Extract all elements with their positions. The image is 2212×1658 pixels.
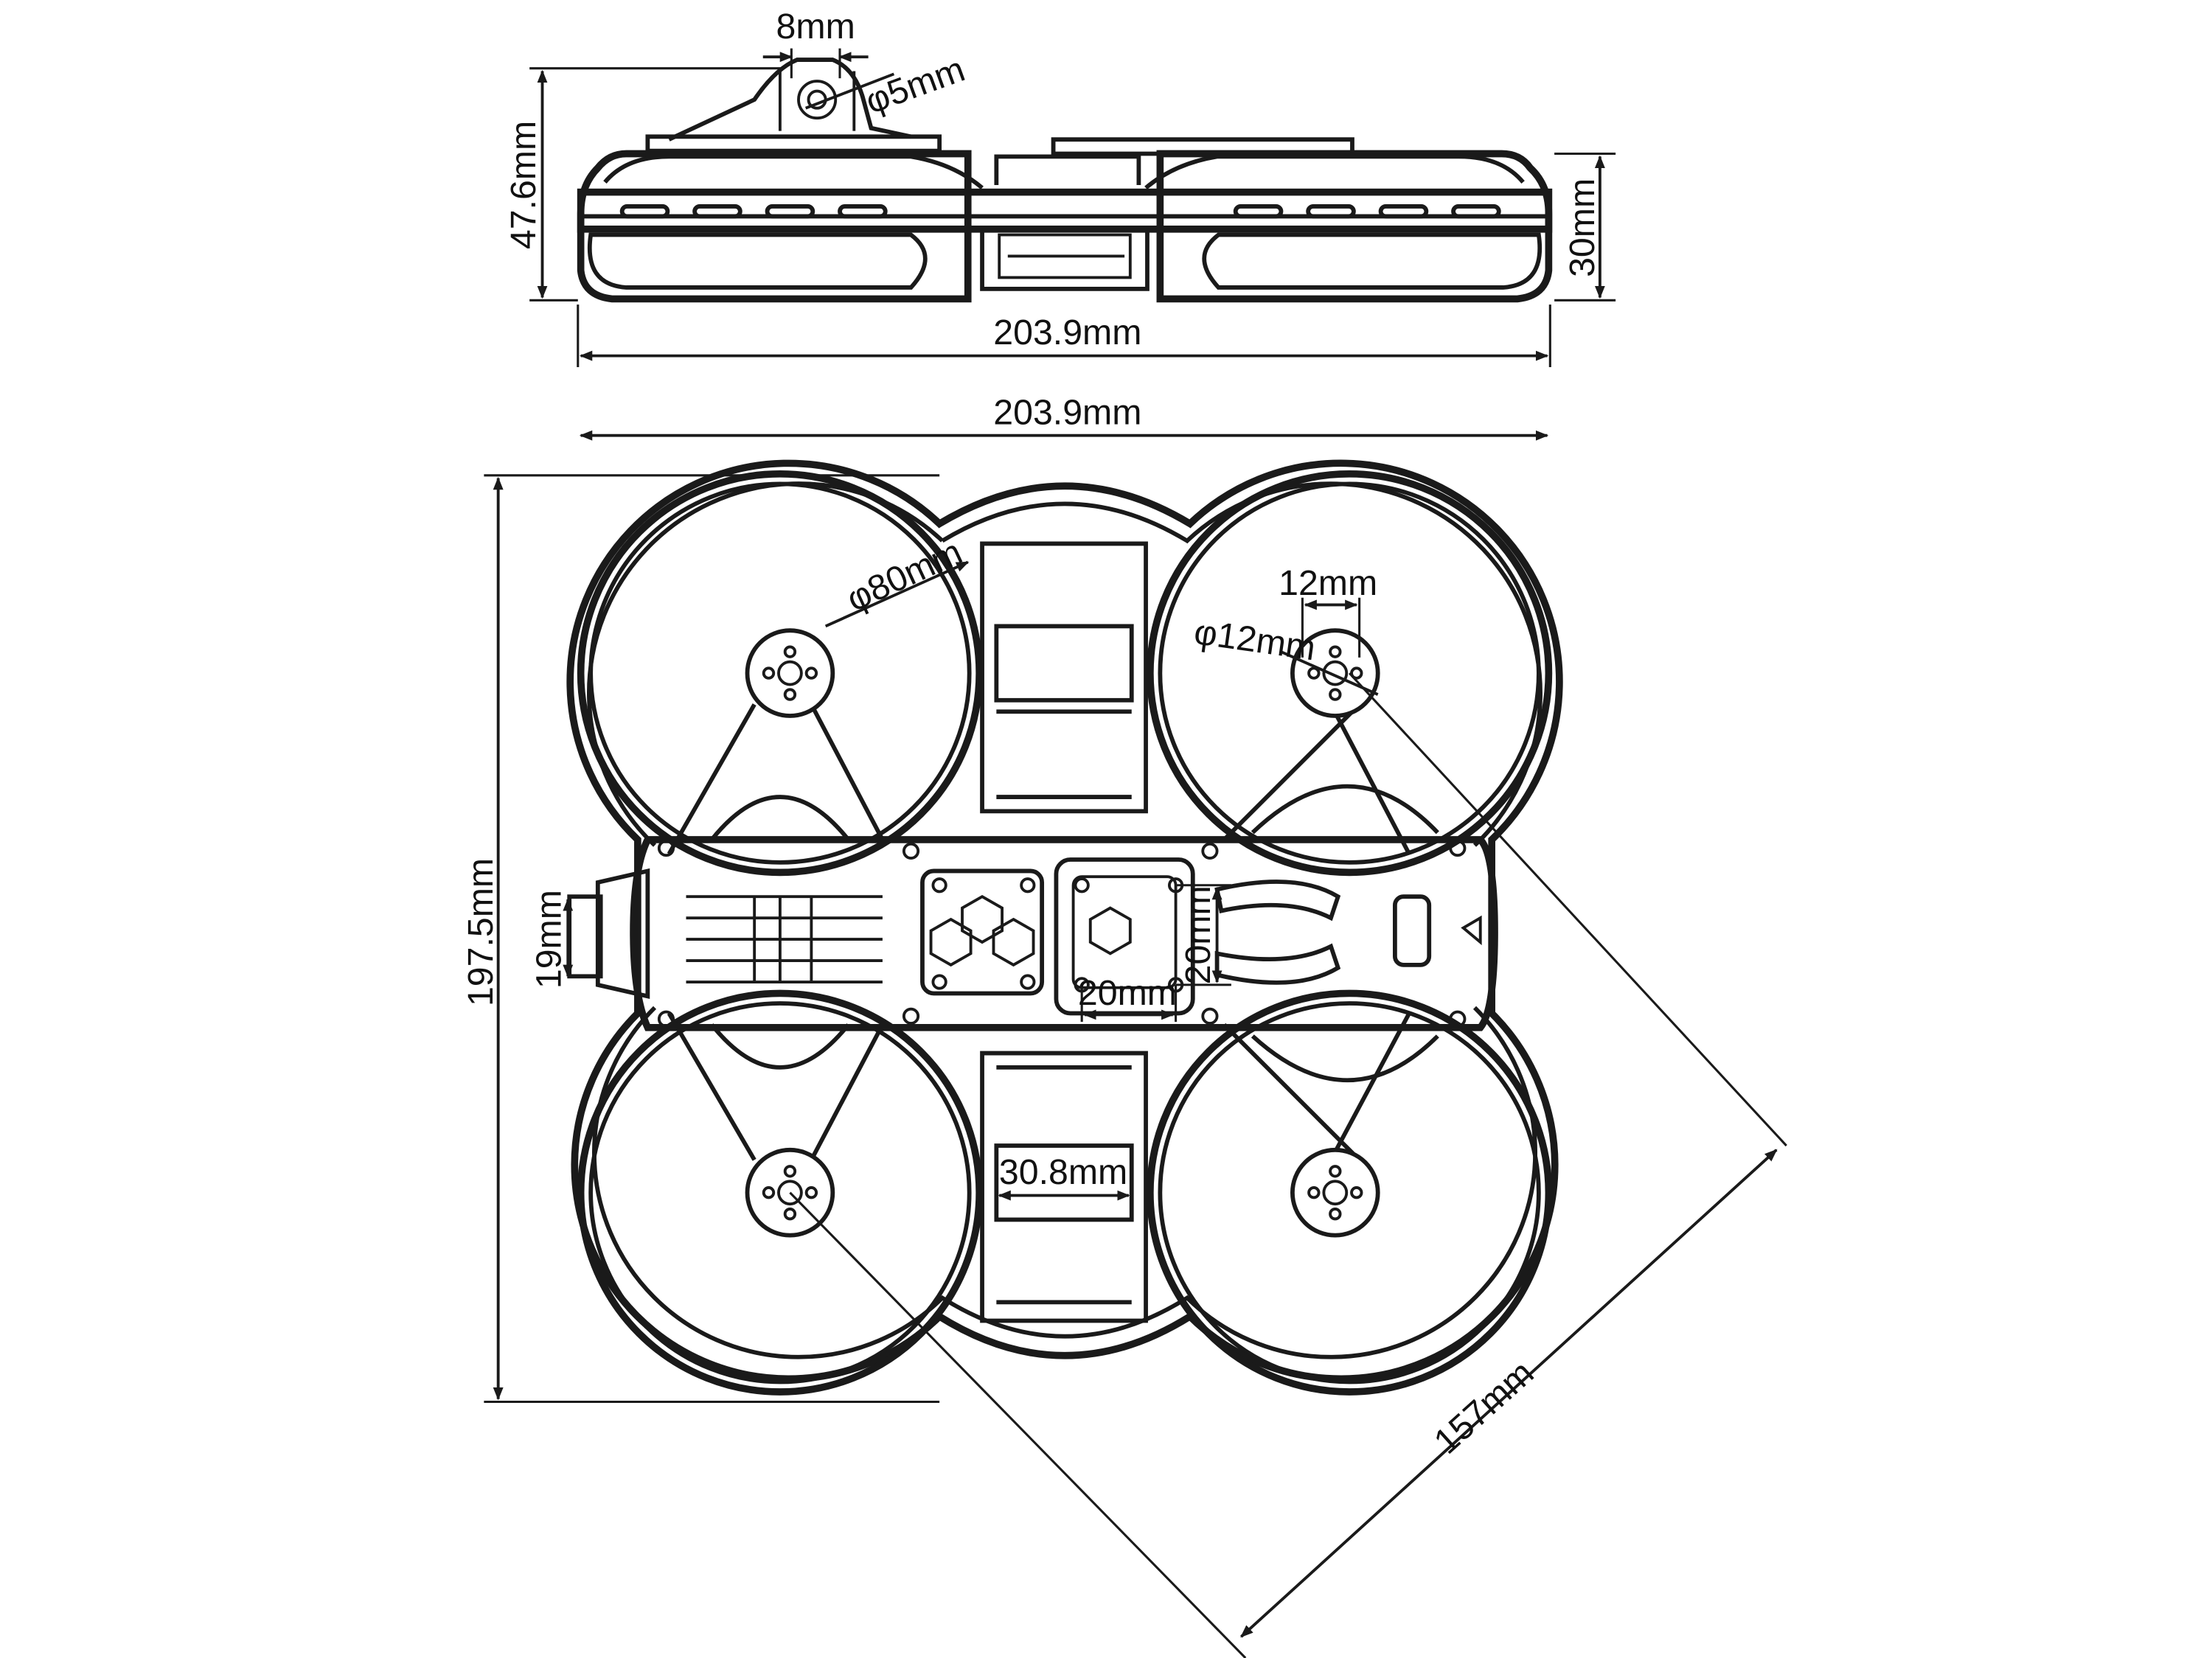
label-battery-slot: 19mm (529, 890, 569, 989)
frame-outline (566, 459, 1563, 1382)
label-motor-spacing: 12mm (1279, 563, 1377, 603)
prop-ducts (577, 470, 1553, 1396)
label-total-height: 47.6mm (504, 121, 543, 249)
main-body-plate (567, 836, 1498, 1031)
label-frame-height: 30mm (1562, 178, 1602, 277)
center-strap-frames (980, 541, 1148, 1323)
top-view (566, 459, 1563, 1396)
label-strap-slot: 30.8mm (999, 1152, 1127, 1192)
label-top-width: 203.9mm (993, 392, 1141, 432)
label-hole-diameter: φ5mm (860, 49, 970, 122)
label-motor-diameter: φ12mm (1192, 612, 1318, 668)
arms (667, 703, 1439, 1162)
top-dimensions: 203.9mm 197.5mm φ80mm 12mm φ12mm 19mm 20… (461, 392, 1787, 1658)
label-stack-width: 20mm (1078, 973, 1177, 1013)
side-frame-plate (577, 188, 1553, 233)
label-top-length: 197.5mm (461, 858, 501, 1006)
side-view (577, 58, 1553, 303)
label-stack-height: 20mm (1178, 885, 1218, 984)
side-battery-box (980, 226, 1150, 291)
label-mount-width: 8mm (776, 7, 855, 46)
side-dimensions: 8mm φ5mm 47.6mm 30mm 203.9mm (504, 7, 1616, 368)
label-prop-diameter: φ80mm (841, 532, 968, 619)
label-side-width: 203.9mm (993, 313, 1141, 352)
